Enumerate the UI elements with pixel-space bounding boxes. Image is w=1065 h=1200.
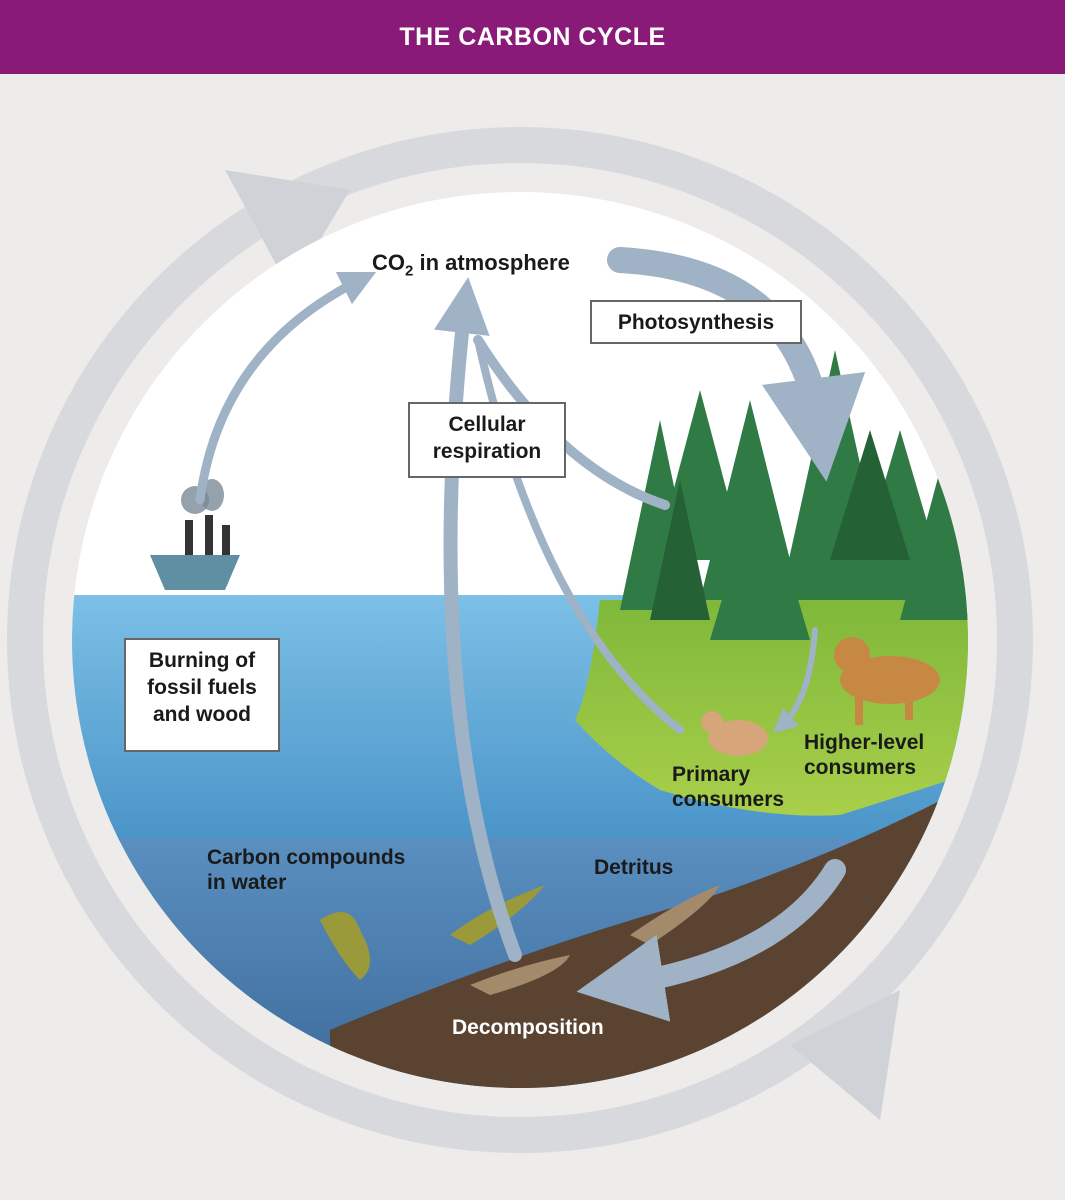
label-higher-level-consumers: Higher-level consumers [804,731,925,780]
lynx [834,637,940,725]
outer-arrowhead-top-left [225,170,350,290]
land [575,600,968,816]
arrow-burning-to-co2 [195,271,377,505]
label-cellular-respiration: Cellular respiration [408,402,566,478]
outer-cycle-ring [7,127,1033,1153]
label-primary-consumers: Primary consumers [672,763,785,812]
label-photosynthesis: Photosynthesis [590,300,802,344]
outer-arrowhead-bottom-right [790,990,900,1120]
arrow-trees-to-consumers [773,627,818,733]
diagram-title: THE CARBON CYCLE [399,22,666,51]
rabbit [701,711,768,756]
label-co2-atmosphere: CO2 in atmosphere [372,250,570,280]
label-detritus: Detritus [594,856,674,879]
label-decomposition: Decomposition [452,1016,604,1039]
detritus [470,885,720,995]
label-burning-fossil-fuels: Burning of fossil fuels and wood [124,638,280,752]
arrow-decomposition [576,859,846,1022]
label-carbon-compounds-water: Carbon compounds in water [207,846,406,895]
title-bar: THE CARBON CYCLE [0,0,1065,74]
